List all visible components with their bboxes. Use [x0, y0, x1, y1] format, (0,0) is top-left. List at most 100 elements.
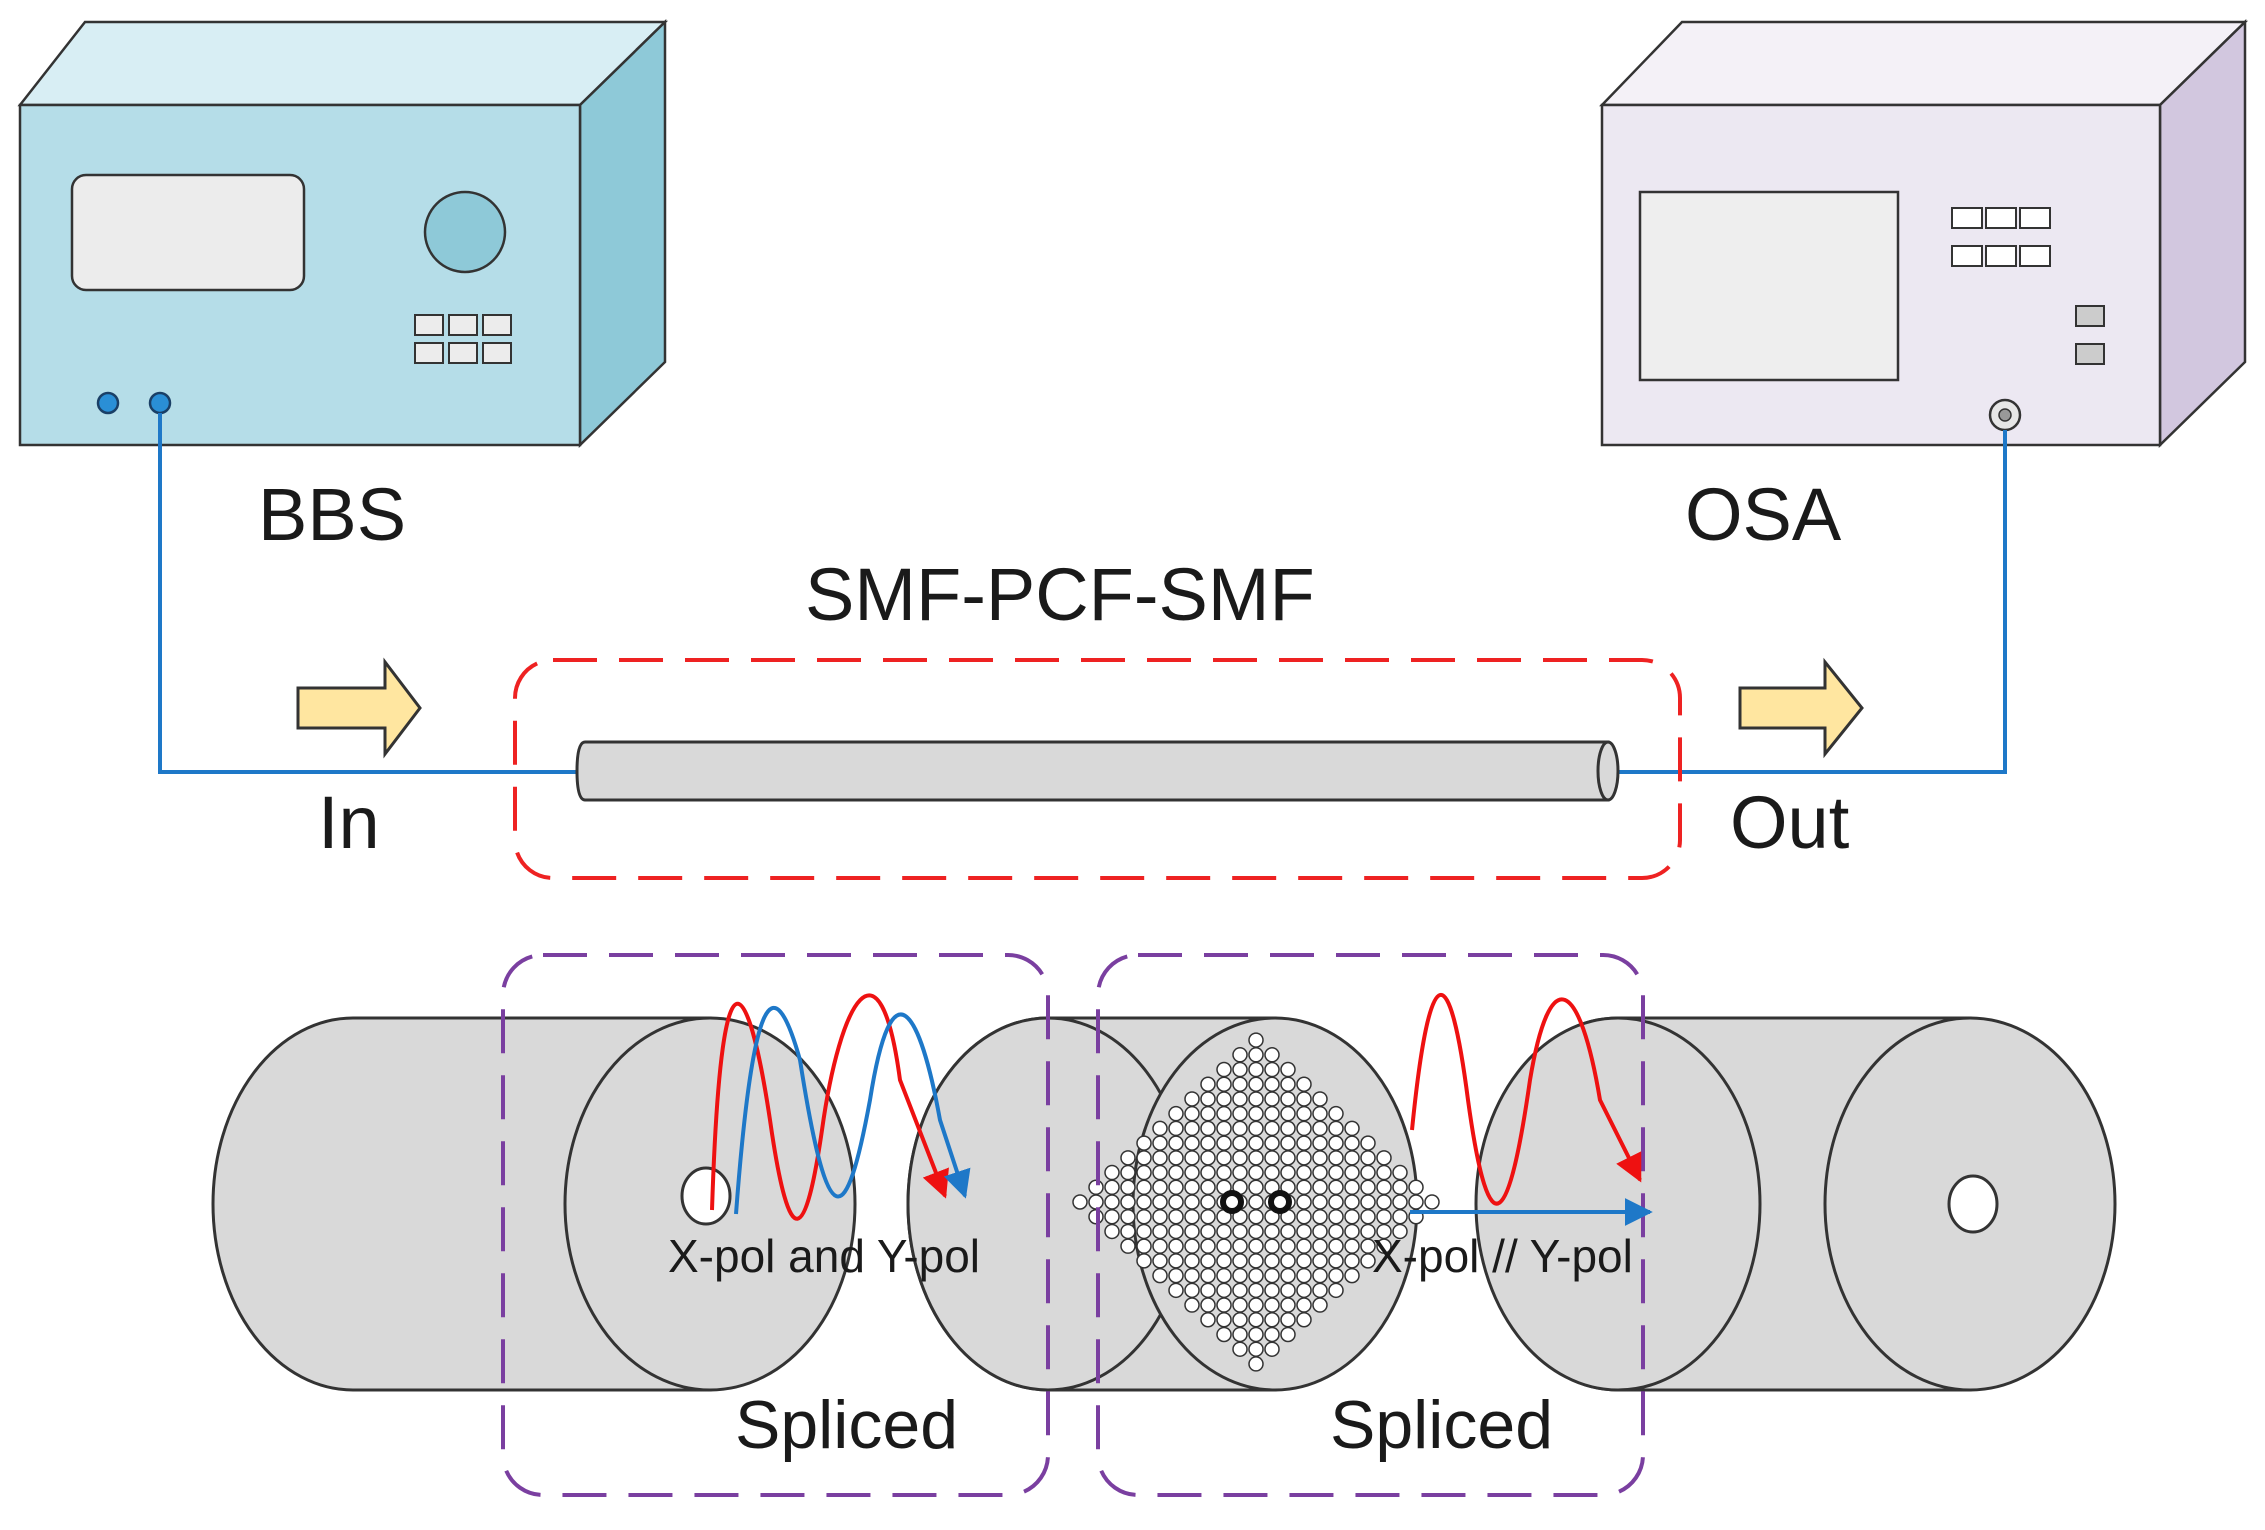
- pcf-air-hole: [1184, 1267, 1200, 1284]
- pcf-cylinder: [906, 1016, 1440, 1392]
- pcf-air-hole: [1376, 1238, 1392, 1254]
- pcf-air-hole: [1248, 1120, 1264, 1137]
- pcf-air-hole: [1312, 1223, 1328, 1240]
- pcf-air-hole: [1344, 1164, 1360, 1181]
- pcf-air-hole: [1296, 1282, 1312, 1299]
- pcf-air-hole: [1296, 1253, 1312, 1269]
- pcf-air-hole: [1296, 1105, 1312, 1122]
- pcf-air-hole: [1360, 1135, 1376, 1151]
- pcf-air-hole: [1168, 1105, 1184, 1122]
- pcf-air-hole: [1152, 1135, 1168, 1151]
- pcf-air-hole: [1184, 1105, 1200, 1122]
- pcf-air-hole: [1248, 1253, 1264, 1269]
- pcf-air-hole: [1328, 1238, 1344, 1254]
- bbs-top-face: [17, 20, 669, 107]
- pcf-air-hole: [1248, 1223, 1264, 1240]
- pcf-air-hole: [1280, 1326, 1296, 1343]
- pcf-air-hole: [1168, 1208, 1184, 1225]
- pcf-air-hole: [1184, 1194, 1200, 1210]
- pcf-air-hole: [1392, 1208, 1408, 1225]
- pcf-air-hole: [1312, 1105, 1328, 1122]
- pcf-air-hole: [1168, 1194, 1184, 1210]
- pcf-air-hole: [1376, 1164, 1392, 1181]
- pcf-air-hole: [1216, 1120, 1232, 1137]
- pcf-air-hole: [1296, 1120, 1312, 1137]
- pcf-air-hole: [1376, 1208, 1392, 1225]
- pcf-air-hole: [1152, 1223, 1168, 1240]
- pcf-air-hole: [1392, 1164, 1408, 1181]
- pcf-air-hole: [1184, 1135, 1200, 1151]
- pcf-air-hole: [1216, 1297, 1232, 1313]
- osa-keypad: [1951, 207, 2051, 267]
- pcf-air-hole: [1264, 1150, 1280, 1166]
- pcf-air-hole: [1264, 1076, 1280, 1092]
- pcf-air-hole: [1168, 1179, 1184, 1196]
- pcf-air-hole: [1152, 1238, 1168, 1254]
- pcf-core-marker: [1220, 1190, 1244, 1214]
- pcf-air-hole: [1200, 1238, 1216, 1254]
- pcf-air-hole: [1200, 1120, 1216, 1137]
- pcf-air-hole: [1424, 1194, 1440, 1210]
- pcf-air-hole: [1280, 1297, 1296, 1313]
- pcf-air-hole: [1216, 1164, 1232, 1181]
- y-pol-wave-left: [734, 1005, 971, 1215]
- osa-button-2: [2075, 343, 2105, 365]
- pcf-air-hole: [1280, 1164, 1296, 1181]
- pcf-air-hole: [1264, 1223, 1280, 1240]
- bbs-keypad: [414, 314, 512, 364]
- pcf-air-hole: [1136, 1135, 1152, 1151]
- pcf-air-hole: [1312, 1267, 1328, 1284]
- pcf-air-hole: [1232, 1253, 1248, 1269]
- polarization-parallel-label: X-pol // Y-pol: [1372, 1230, 1633, 1282]
- right-spliced-label: Spliced: [1330, 1387, 1553, 1463]
- pcf-air-hole: [1248, 1282, 1264, 1299]
- pcf-air-hole: [1296, 1076, 1312, 1092]
- pcf-air-hole: [1328, 1208, 1344, 1225]
- pcf-air-hole: [1200, 1253, 1216, 1269]
- left-spliced-label: Spliced: [735, 1387, 958, 1463]
- sensor-dashed-box: [513, 658, 1682, 880]
- pcf-air-hole: [1248, 1326, 1264, 1343]
- pcf-air-hole: [1168, 1223, 1184, 1240]
- pcf-air-hole: [1232, 1076, 1248, 1092]
- pcf-air-hole: [1344, 1179, 1360, 1196]
- pcf-air-hole: [1216, 1091, 1232, 1107]
- pcf-air-hole: [1296, 1091, 1312, 1107]
- pcf-air-hole: [1232, 1150, 1248, 1166]
- pcf-air-hole: [1088, 1194, 1104, 1210]
- pcf-air-hole: [1296, 1223, 1312, 1240]
- pcf-air-hole: [1120, 1194, 1136, 1210]
- pcf-air-hole: [1136, 1208, 1152, 1225]
- x-pol-wave-right: [1410, 992, 1642, 1206]
- pcf-air-hole: [1232, 1312, 1248, 1328]
- pcf-air-hole: [1312, 1208, 1328, 1225]
- pcf-air-hole: [1328, 1164, 1344, 1181]
- pcf-air-hole: [1152, 1267, 1168, 1284]
- pcf-air-hole: [1104, 1208, 1120, 1225]
- pcf-air-hole: [1360, 1208, 1376, 1225]
- pcf-air-hole: [1312, 1150, 1328, 1166]
- pcf-air-hole: [1296, 1150, 1312, 1166]
- pcf-air-hole: [1280, 1312, 1296, 1328]
- pcf-air-hole: [1120, 1164, 1136, 1181]
- pcf-air-hole: [1264, 1135, 1280, 1151]
- pcf-air-hole: [1248, 1356, 1264, 1372]
- pcf-air-hole: [1184, 1150, 1200, 1166]
- pcf-air-hole: [1200, 1267, 1216, 1284]
- pcf-air-hole: [1200, 1091, 1216, 1107]
- pcf-air-hole: [1184, 1208, 1200, 1225]
- pcf-air-hole: [1360, 1164, 1376, 1181]
- pcf-air-hole: [1328, 1179, 1344, 1196]
- pcf-air-hole: [1184, 1282, 1200, 1299]
- pcf-air-hole: [1328, 1267, 1344, 1284]
- pcf-air-hole: [1136, 1253, 1152, 1269]
- pcf-air-hole: [1264, 1341, 1280, 1357]
- pcf-air-hole: [1408, 1194, 1424, 1210]
- bbs-knob: [423, 190, 507, 274]
- pcf-air-hole: [1280, 1091, 1296, 1107]
- pcf-air-hole: [1248, 1194, 1264, 1210]
- pcf-air-hole: [1200, 1208, 1216, 1225]
- pcf-air-hole: [1136, 1164, 1152, 1181]
- pcf-air-hole: [1248, 1105, 1264, 1122]
- left-smf-cylinder: [211, 1016, 857, 1392]
